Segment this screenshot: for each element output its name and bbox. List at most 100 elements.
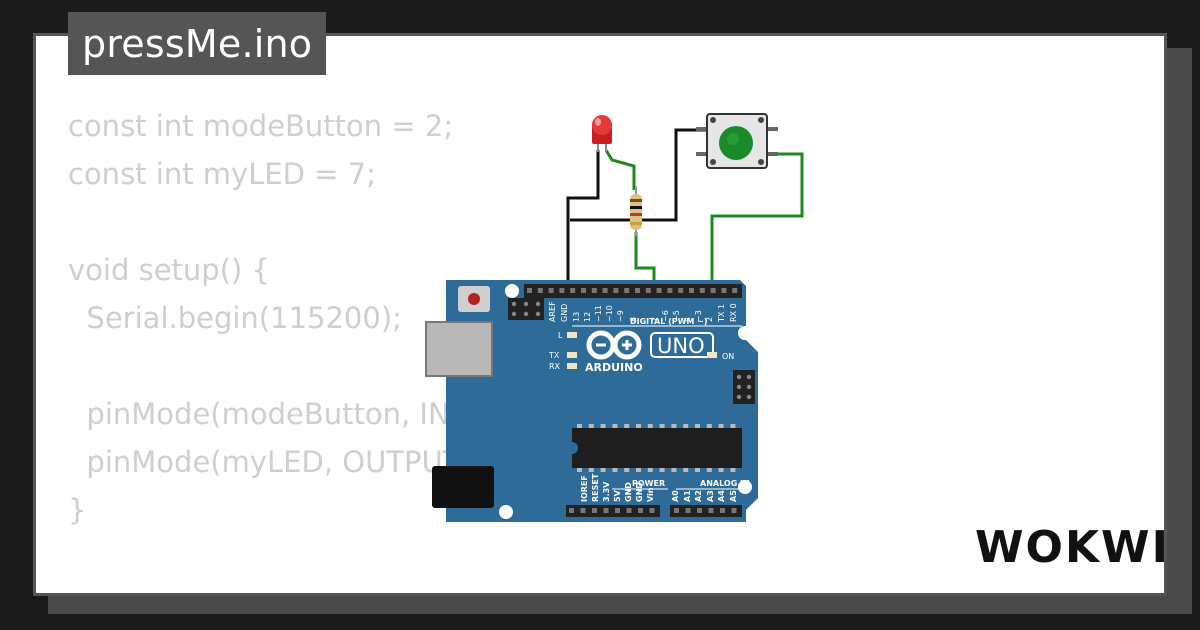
pin-label: RX 0 (729, 303, 738, 322)
digital-label: DIGITAL (PWM ~) (630, 317, 708, 326)
header-pin (591, 288, 597, 293)
chip-pin (647, 424, 653, 428)
header-pin (649, 508, 655, 513)
pin-label: 5V (613, 489, 622, 502)
header-pin (527, 288, 532, 293)
header-pin (708, 508, 714, 513)
header-pin (592, 508, 597, 513)
pin-label: A3 (706, 490, 715, 502)
usb-port (425, 321, 493, 377)
code-line: const int myLED = 7; (68, 157, 376, 191)
pin-label: A4 (717, 490, 726, 502)
pin-label: GND (635, 482, 644, 502)
pin-label: 13 (572, 312, 581, 322)
chip-pin (671, 468, 677, 472)
header-pin (667, 288, 673, 293)
header-pin (613, 288, 619, 293)
chip-pin (647, 468, 653, 472)
power-header (566, 505, 660, 517)
pin-label: A0 (671, 490, 680, 502)
header-pin (580, 508, 586, 513)
chip-pin (624, 468, 630, 472)
arduino-logo (586, 330, 642, 360)
header-pin (656, 288, 662, 293)
board-model: UNO (657, 334, 705, 358)
l-label: L (558, 331, 563, 340)
code-editor: const int modeButton = 2; const int myLED… (68, 102, 650, 593)
code-line: void setup() { (68, 253, 270, 287)
header-pin (674, 508, 679, 513)
code-line: const int modeButton = 2; (68, 109, 454, 143)
pin-label: TX 1 (717, 304, 726, 323)
pin-label: ~3 (694, 310, 703, 322)
pin-label: IOREF (580, 475, 589, 502)
tx-label: TX (548, 351, 560, 360)
analog-label: ANALOG IN (700, 479, 750, 488)
header-pin (720, 508, 725, 513)
chip-pin (683, 468, 689, 472)
pin-label: 4 (683, 317, 692, 322)
chip-pin (695, 468, 700, 472)
chip-pin (695, 424, 700, 428)
pin-label: RESET (591, 473, 600, 502)
chip-pin (683, 424, 689, 428)
header-pin (570, 288, 576, 293)
resistor[interactable] (630, 186, 642, 236)
pin-label: ~9 (616, 310, 625, 322)
wire-green-button (710, 152, 804, 292)
chip-pin (659, 424, 665, 428)
on-label: ON (722, 352, 734, 361)
chip-pin (636, 468, 641, 472)
rx-label: RX (549, 362, 561, 371)
red-led[interactable] (592, 115, 612, 152)
header-pin (721, 288, 727, 293)
pin-label: 7 (650, 317, 659, 322)
chip-pin (706, 424, 712, 428)
header-pin (548, 288, 554, 293)
header-pin (559, 288, 565, 293)
chip-pin (636, 424, 641, 428)
power-jack (432, 466, 494, 508)
pin-label: ~6 (661, 310, 670, 322)
atmega-chip (572, 428, 742, 468)
wire-green-led (604, 149, 636, 190)
chip-pin (671, 424, 677, 428)
file-tab[interactable]: pressMe.ino (68, 12, 327, 75)
header-pin (537, 288, 543, 293)
pin-label: 12 (583, 312, 592, 322)
chip-pin (718, 468, 724, 472)
header-pin (615, 508, 620, 513)
header-pin (732, 288, 738, 293)
code-line: Serial.begin(115200); (68, 301, 402, 335)
chip-pin (659, 468, 665, 472)
header-pin (581, 288, 586, 293)
header-pin (689, 288, 694, 293)
header-pin (699, 288, 705, 293)
pin-label: 2 (705, 317, 714, 322)
chip-pin (577, 468, 582, 472)
chip-pin (588, 468, 594, 472)
green-pushbutton[interactable] (696, 113, 778, 169)
header-pin (678, 288, 684, 293)
wire-black-led (566, 150, 600, 292)
code-line: } (68, 493, 87, 527)
header-pin (602, 288, 608, 293)
header-pin (603, 508, 609, 513)
chip-pin (624, 424, 630, 428)
pin-label: GND (624, 482, 633, 502)
digital-header (524, 284, 742, 298)
code-line: void loop() { (68, 582, 650, 593)
chip-pin (730, 468, 736, 472)
chip-pin (600, 468, 606, 472)
pin-label: ~11 (594, 305, 603, 322)
pin-label: 8 (629, 317, 638, 322)
pin-label: Vin (646, 487, 655, 502)
board-brand: ARDUINO (585, 361, 643, 374)
header-pin (697, 508, 702, 513)
chip-pin (588, 424, 594, 428)
chip-pin (612, 468, 618, 472)
header-pin (624, 288, 630, 293)
pin-label: ~10 (605, 305, 614, 322)
